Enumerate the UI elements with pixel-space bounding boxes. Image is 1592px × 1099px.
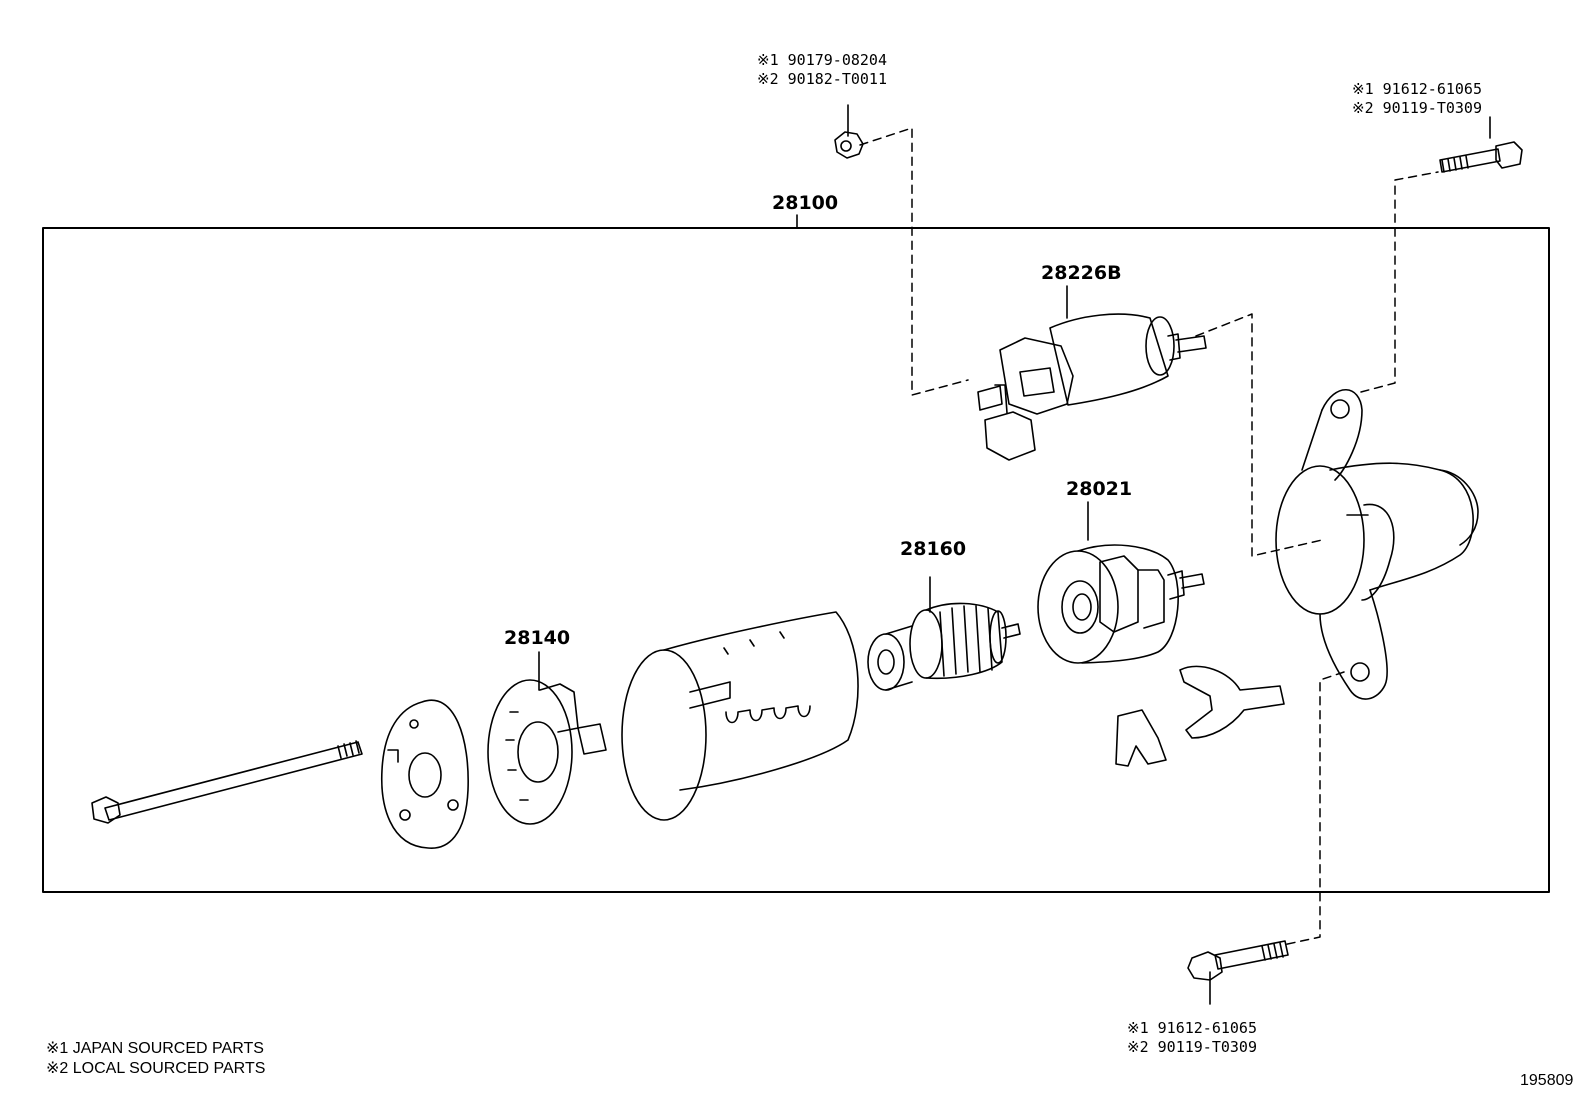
assembly-part-number: 28100 [772, 192, 839, 214]
through-bolt-drawing [91, 740, 363, 824]
assembly-frame [42, 227, 1550, 893]
drive-lever-set-drawing [1037, 501, 1205, 664]
legend-japan-sourced: ※1 JAPAN SOURCED PARTS [46, 1040, 264, 1057]
lower-bolt-callout: ※1 91612-61065 ※2 90119-T0309 [1127, 1019, 1257, 1057]
end-plate-drawing [380, 699, 469, 849]
nut-callout-line1: ※1 90179-08204 [757, 51, 887, 69]
drive-housing-drawing [1275, 388, 1479, 700]
nut-callout-line2: ※2 90182-T0011 [757, 70, 887, 88]
lower-bolt-callout-line1: ※1 91612-61065 [1127, 1019, 1257, 1037]
shift-lever-drawing [1115, 665, 1285, 767]
bolt-icon-lower [1187, 940, 1289, 1005]
solenoid-part-number: 28226B [1041, 262, 1122, 284]
nut-icon [834, 104, 864, 159]
upper-bolt-callout: ※1 91612-61065 ※2 90119-T0309 [1352, 80, 1482, 118]
lower-bolt-callout-line2: ※2 90119-T0309 [1127, 1038, 1257, 1056]
brush-holder-part-number: 28140 [504, 627, 571, 649]
nut-callout: ※1 90179-08204 ※2 90182-T0011 [757, 51, 887, 89]
upper-bolt-callout-line2: ※2 90119-T0309 [1352, 99, 1482, 117]
upper-bolt-callout-line1: ※1 91612-61065 [1352, 80, 1482, 98]
solenoid-drawing [977, 285, 1207, 461]
sourcing-legend: ※1 JAPAN SOURCED PARTS ※2 LOCAL SOURCED … [46, 1039, 265, 1079]
bolt-icon-upper-right [1439, 116, 1523, 173]
brush-holder-drawing [487, 651, 607, 825]
dashed-leaders [859, 127, 1439, 946]
drive-lever-set-part-number: 28021 [1066, 478, 1133, 500]
armature-drawing [867, 576, 1021, 691]
armature-part-number: 28160 [900, 538, 967, 560]
legend-local-sourced: ※2 LOCAL SOURCED PARTS [46, 1060, 266, 1077]
yoke-drawing [621, 611, 859, 821]
figure-number: 195809 [1520, 1072, 1574, 1089]
